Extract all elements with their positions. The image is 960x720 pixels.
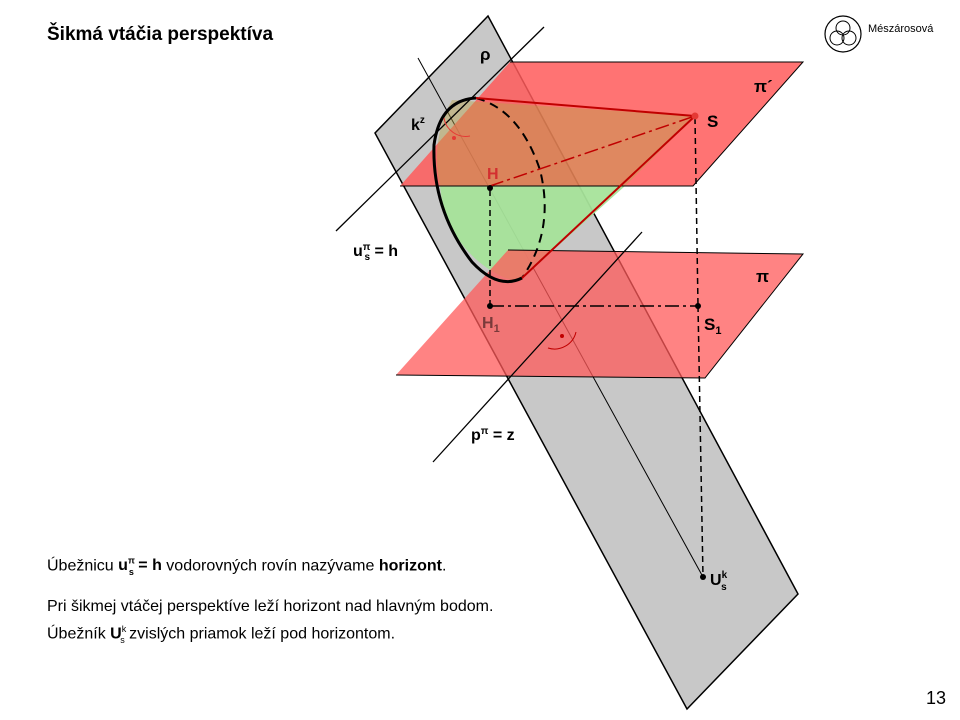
horizon-line bbox=[335, 26, 545, 232]
label-ground: pπ = z bbox=[471, 426, 515, 444]
ground-line bbox=[432, 231, 643, 463]
page-number: 13 bbox=[926, 688, 947, 708]
point-S bbox=[691, 112, 699, 120]
label-pi-prime: π´ bbox=[754, 77, 773, 96]
point-H1 bbox=[487, 303, 493, 309]
brand-name: Mészárosová bbox=[868, 23, 934, 35]
label-pi: π bbox=[756, 267, 769, 286]
cone-lower bbox=[440, 186, 625, 281]
label-S: S bbox=[707, 112, 718, 131]
cone-base-curve bbox=[432, 96, 523, 283]
label-H: H bbox=[487, 166, 499, 183]
paragraph-horizon: Úbežnicu uπs = h vodorovných rovín nazýv… bbox=[47, 556, 447, 577]
label-kz: kz bbox=[411, 115, 425, 134]
cone-upper bbox=[436, 100, 695, 186]
point-U bbox=[700, 574, 706, 580]
label-S1: S1 bbox=[704, 315, 721, 337]
brand-logo-icon bbox=[824, 15, 862, 53]
paragraph-horizon-position: Pri šikmej vtáčej perspektíve leží horiz… bbox=[47, 598, 494, 615]
plane-pi bbox=[396, 250, 803, 378]
point-S1 bbox=[695, 303, 701, 309]
paragraph-vanishing-point: Úbežník Uks zvislých priamok leží pod ho… bbox=[47, 624, 396, 645]
label-rho: ρ bbox=[480, 45, 491, 64]
plane-pi-prime bbox=[400, 62, 803, 186]
page-title: Šikmá vtáčia perspektíva bbox=[47, 24, 274, 45]
point-H bbox=[487, 185, 493, 191]
label-H1: H1 bbox=[482, 315, 500, 335]
